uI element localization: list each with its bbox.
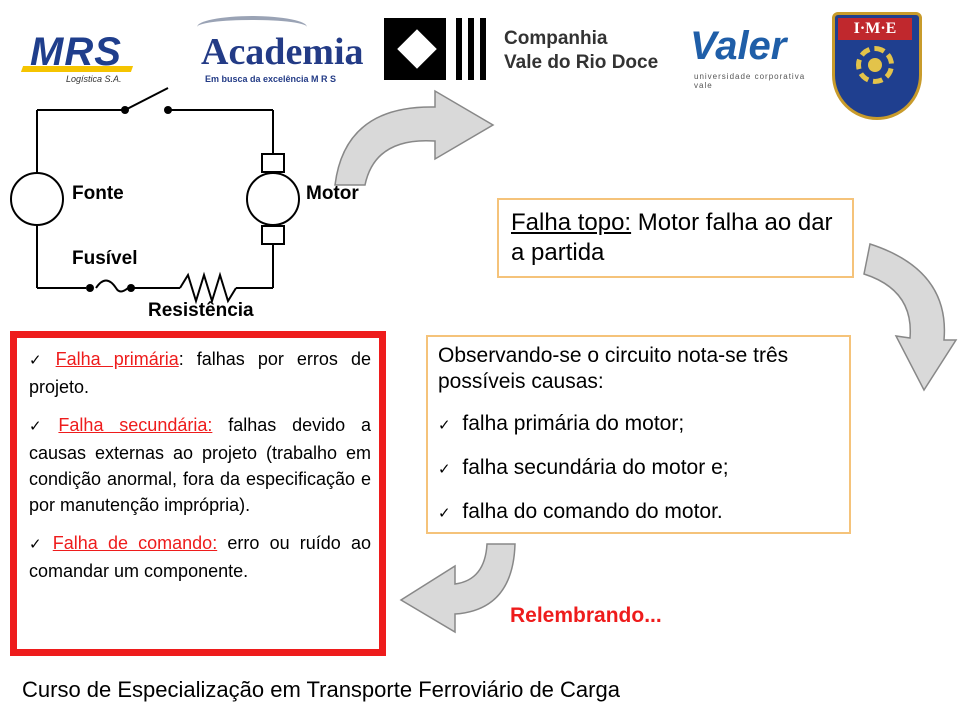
motor-symbol [246, 172, 300, 226]
motor-terminal-bottom [261, 225, 285, 245]
checkmark-icon: ✓ [438, 505, 451, 522]
observation-item: ✓ falha secundária do motor e; [438, 456, 729, 479]
primary-failure-label: Falha primária [55, 349, 179, 369]
top-failure-box: Falha topo: Motor falha ao dar a partida [497, 198, 854, 278]
academia-logo: Academia Em busca da excelência M R S [195, 10, 364, 90]
label-fonte: Fonte [72, 183, 124, 204]
observation-item: ✓ falha primária do motor; [438, 412, 685, 435]
course-footer: Curso de Especialização em Transporte Fe… [22, 677, 620, 702]
checkmark-icon: ✓ [29, 536, 47, 553]
cvrd-logo-line2: Vale do Rio Doce [504, 52, 659, 73]
arrow-left-icon [399, 543, 516, 634]
primary-failure-item: ✓ Falha primária: falhas por erros de pro… [29, 346, 371, 400]
cvrd-diamond-mark [384, 18, 446, 80]
academia-logo-text: Academia [201, 31, 364, 73]
mrs-logo-text: MRS [30, 30, 122, 74]
checkmark-icon: ✓ [438, 417, 451, 434]
ime-gear-icon [856, 46, 894, 84]
checkmark-icon: ✓ [438, 461, 451, 478]
arrow-right-icon [334, 89, 495, 186]
valer-logo-subtitle: universidade corporativa vale [694, 72, 806, 90]
failure-types-box: ✓ Falha primária: falhas por erros de pro… [10, 331, 386, 656]
top-failure-label: Falha topo: [511, 209, 632, 236]
command-failure-text: erro ou ruído ao comandar um componente. [29, 533, 371, 581]
switch-symbol [124, 87, 169, 111]
ime-logo-text: I·M·E [838, 18, 912, 40]
checkmark-icon: ✓ [29, 352, 50, 369]
primary-failure-text: : falhas por erros de projeto. [29, 349, 371, 397]
secondary-failure-item: ✓ Falha secundária: falhas devido a causa… [29, 412, 371, 518]
cvrd-logo-line1: Companhia [504, 28, 608, 49]
command-failure-item: ✓ Falha de comando: erro ou ruído ao coma… [29, 530, 371, 584]
cvrd-logo: Companhia Vale do Rio Doce [380, 16, 670, 82]
observation-intro: Observando-se o circuito nota-se três po… [438, 344, 789, 393]
secondary-failure-label: Falha secundária: [58, 415, 213, 435]
mrs-logo: MRS Logística S.A. [20, 18, 152, 90]
academia-swoosh [197, 16, 307, 38]
mrs-logo-subtitle: Logística S.A. [66, 74, 122, 84]
valer-logo-text: Valer [690, 24, 787, 68]
circuit-diagram [10, 87, 300, 305]
secondary-failure-text: falhas devido a causas externas ao proje… [29, 415, 371, 515]
cvrd-bars-mark [456, 18, 496, 80]
valer-logo: Valer universidade corporativa vale [690, 24, 815, 90]
label-resistencia: Resistência [148, 300, 254, 321]
label-motor: Motor [306, 183, 359, 204]
fuse-symbol [95, 279, 129, 293]
ime-logo: I·M·E [832, 12, 924, 124]
observation-box: Observando-se o circuito nota-se três po… [426, 335, 851, 534]
academia-logo-subtitle: Em busca da excelência M R S [205, 74, 337, 84]
command-failure-label: Falha de comando: [52, 533, 218, 553]
checkmark-icon: ✓ [29, 418, 53, 435]
motor-terminal-top [261, 153, 285, 173]
arrow-down-icon [863, 243, 958, 392]
relembrando-label: Relembrando... [510, 604, 662, 627]
top-failure-text: Motor falha ao dar a partida [511, 209, 833, 266]
observation-item: ✓ falha do comando do motor. [438, 500, 723, 523]
source-symbol [10, 172, 64, 226]
label-fusivel: Fusível [72, 248, 138, 269]
resistor-symbol [179, 271, 237, 305]
